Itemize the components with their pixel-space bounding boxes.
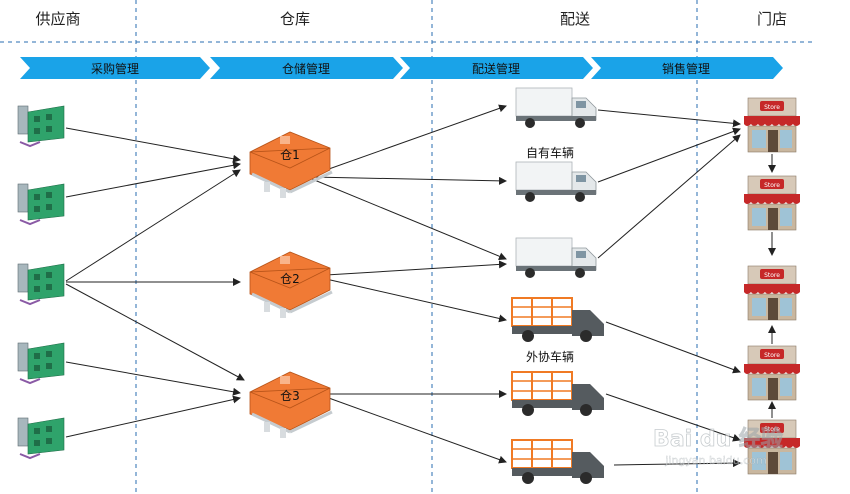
- watermark-logo: Bai du 经验: [653, 426, 783, 452]
- stage-label: 仓储管理: [282, 61, 330, 76]
- store-icon: Store: [744, 345, 800, 401]
- warehouses: 仓1 仓2 仓3: [249, 131, 333, 438]
- white-truck-icon: [515, 87, 597, 128]
- arrow: [605, 393, 741, 442]
- supplier-factory-icon: [17, 342, 65, 385]
- warehouse-2: 仓2: [249, 251, 333, 318]
- stores: Store Store Store: [744, 97, 800, 475]
- truck-to-store-arrows: [597, 109, 776, 468]
- dividers: [0, 0, 812, 494]
- store-sign: Store: [764, 426, 780, 433]
- arrow: [311, 178, 507, 261]
- supplier-factory-icon: [17, 105, 65, 148]
- orange-cargo-truck-icon: [511, 297, 604, 342]
- own-vehicles-label: 自有车辆: [526, 145, 574, 160]
- stage-procurement: 采购管理: [20, 57, 210, 79]
- arrow: [65, 161, 241, 198]
- outsourced-vehicles-label: 外协车辆: [526, 349, 574, 364]
- stage-label: 配送管理: [472, 61, 520, 76]
- watermark: Bai du 经验 jingyan.baidu.com: [653, 426, 784, 468]
- arrow: [613, 459, 741, 468]
- watermark-url: jingyan.baidu.com: [664, 454, 767, 467]
- warehouse-1: 仓1: [249, 131, 333, 198]
- arrow: [325, 260, 507, 276]
- own-trucks: 自有车辆: [515, 87, 597, 278]
- white-truck-icon: [515, 237, 597, 278]
- column-header-warehouse: 仓库: [280, 10, 310, 28]
- supplier-factory-icon: [17, 417, 65, 460]
- arrow: [65, 127, 241, 163]
- store-icon: Store: [744, 419, 800, 475]
- warehouse-label: 仓2: [280, 272, 300, 286]
- arrow: [597, 109, 741, 128]
- stage-sales: 销售管理: [591, 57, 783, 79]
- supplier-factory-icon: [17, 183, 65, 226]
- store-sign: Store: [764, 352, 780, 359]
- arrow: [65, 395, 241, 438]
- stage-arrows: 采购管理 仓储管理 配送管理 销售管理: [20, 57, 783, 79]
- outsourced-trucks: 外协车辆: [511, 297, 604, 484]
- arrow: [325, 278, 507, 323]
- store-icon: Store: [744, 175, 800, 231]
- warehouse-label: 仓1: [280, 148, 300, 162]
- arrow: [65, 361, 241, 396]
- stage-label: 销售管理: [662, 61, 710, 76]
- column-headers: 供应商 仓库 配送 门店: [35, 10, 787, 28]
- orange-cargo-truck-icon: [511, 371, 604, 416]
- stage-label: 采购管理: [91, 61, 139, 76]
- stage-warehousing: 仓储管理: [210, 57, 403, 79]
- column-header-store: 门店: [757, 10, 787, 28]
- orange-cargo-truck-icon: [511, 439, 604, 484]
- arrow: [65, 169, 241, 282]
- arrow: [605, 321, 741, 374]
- store-sign: Store: [764, 272, 780, 279]
- warehouse-3: 仓3: [249, 371, 333, 438]
- warehouse-to-truck-arrows: [311, 104, 507, 464]
- warehouse-label: 仓3: [280, 389, 300, 403]
- store-sign: Store: [764, 182, 780, 189]
- supplier-factory-icon: [17, 263, 65, 306]
- supplier-to-warehouse-arrows: [65, 127, 245, 438]
- arrow: [597, 127, 741, 183]
- store-sign: Store: [764, 104, 780, 111]
- arrow: [311, 176, 507, 185]
- stage-delivery: 配送管理: [400, 57, 593, 79]
- suppliers: [17, 105, 65, 460]
- arrow: [311, 104, 507, 176]
- store-icon: Store: [744, 265, 800, 321]
- arrow: [65, 283, 245, 381]
- store-icon: Store: [744, 97, 800, 153]
- arrow: [325, 396, 507, 464]
- column-header-supplier: 供应商: [35, 10, 80, 28]
- arrow: [597, 134, 741, 259]
- white-truck-icon: [515, 161, 597, 202]
- column-header-delivery: 配送: [560, 10, 590, 28]
